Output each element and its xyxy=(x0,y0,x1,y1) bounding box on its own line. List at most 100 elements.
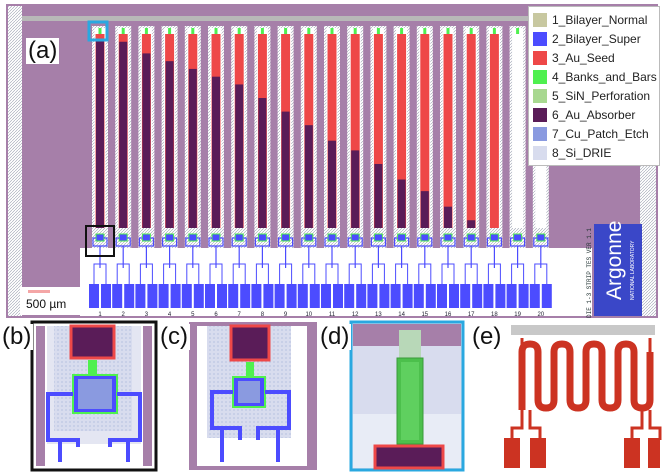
legend-item: 5_SiN_Perforation xyxy=(533,87,650,104)
pixel-number: 11 xyxy=(329,312,336,318)
tes-element xyxy=(327,233,337,242)
tes-pixel xyxy=(437,26,459,308)
top-link xyxy=(191,28,195,34)
au-absorber-strip xyxy=(467,220,476,228)
tes-element xyxy=(443,233,453,242)
pixel-number: 9 xyxy=(284,312,288,318)
tes-leads xyxy=(138,237,154,256)
top-link xyxy=(144,28,148,34)
tes-pixel xyxy=(483,26,506,308)
bond-pad xyxy=(460,284,471,308)
tes-pixel xyxy=(205,26,227,308)
tes-pixel xyxy=(135,26,158,308)
au-absorber-strip xyxy=(351,150,360,228)
pixel-number: 17 xyxy=(468,312,475,318)
tes-leads xyxy=(463,237,479,256)
tes-pixel xyxy=(158,26,181,308)
top-link xyxy=(330,28,334,34)
bond-pad xyxy=(321,284,331,308)
bond-pad xyxy=(217,284,227,308)
pad-lead xyxy=(487,263,501,284)
tes-pixel xyxy=(228,26,251,308)
au-seed-strip xyxy=(373,34,383,228)
panel-b-zoom xyxy=(30,320,158,472)
pad-lead xyxy=(395,263,409,284)
tes-element xyxy=(536,233,546,242)
legend-swatch xyxy=(533,69,547,84)
pixel-number: 14 xyxy=(398,312,405,318)
top-link xyxy=(400,28,404,34)
legend-item: 8_Si_DRIE xyxy=(533,144,611,161)
pixel-channel xyxy=(512,28,524,228)
legend-label: 2_Bilayer_Super xyxy=(552,31,641,46)
top-link xyxy=(284,28,288,34)
legend-item: 2_Bilayer_Super xyxy=(533,30,641,47)
bond-pad xyxy=(425,284,436,308)
top-link xyxy=(307,28,311,34)
au-absorber-strip xyxy=(119,41,128,229)
pixel-number: 19 xyxy=(514,312,521,318)
tes-element xyxy=(397,233,407,242)
pixel-array xyxy=(89,26,552,308)
legend-swatch xyxy=(533,12,547,27)
bond-pad xyxy=(240,284,251,308)
panel-e-meander xyxy=(504,325,662,468)
tes-leads xyxy=(440,237,456,256)
pixel-number: 2 xyxy=(122,312,126,318)
tes-leads xyxy=(347,237,363,256)
bond-pad xyxy=(193,284,204,308)
top-link xyxy=(516,28,520,34)
bond-pad xyxy=(367,284,378,308)
legend-swatch xyxy=(533,88,547,103)
au-seed-strip xyxy=(466,34,476,228)
au-absorber-strip xyxy=(142,53,151,229)
top-link xyxy=(423,28,427,34)
tes-leads xyxy=(510,237,526,256)
tes-leads xyxy=(394,237,410,256)
au-seed-strip xyxy=(420,34,430,228)
tes-pixel xyxy=(344,26,367,308)
pixel-number: 6 xyxy=(214,312,218,318)
tes-pixel xyxy=(367,26,390,308)
legend-item: 3_Au_Seed xyxy=(533,49,615,66)
tes-element xyxy=(257,233,267,242)
pad-lead xyxy=(302,263,316,284)
pixel-number: 16 xyxy=(445,312,452,318)
pad-lead xyxy=(209,263,223,284)
bond-pad xyxy=(158,284,169,308)
tes-element xyxy=(350,233,360,242)
tes-element xyxy=(118,233,128,242)
au-absorber-strip xyxy=(212,76,220,229)
tes-pixel xyxy=(181,26,204,308)
tes-leads xyxy=(486,237,502,256)
left-hatch-border xyxy=(8,6,22,316)
legend-label: 6_Au_Absorber xyxy=(552,107,636,122)
pad-lead xyxy=(464,263,478,284)
au-absorber-strip xyxy=(328,140,336,228)
bond-pad xyxy=(529,284,540,308)
au-absorber-strip xyxy=(258,98,267,229)
tes-element xyxy=(234,233,244,242)
tes-pixel xyxy=(321,26,343,308)
tes-pixel xyxy=(89,26,111,308)
pad-lead xyxy=(232,263,246,284)
pixel-number: 5 xyxy=(191,312,195,318)
tes-element xyxy=(188,233,198,242)
top-link xyxy=(168,28,172,34)
au-seed-strip xyxy=(327,34,337,228)
tes-leads xyxy=(301,237,317,256)
legend-swatch xyxy=(533,145,547,160)
legend-label: 4_Banks_and_Bars xyxy=(552,69,657,84)
tes-leads xyxy=(185,237,201,256)
tes-leads xyxy=(533,237,549,256)
pad-lead xyxy=(441,263,455,284)
au-absorber-strip xyxy=(96,39,104,228)
bond-pad xyxy=(309,284,320,308)
pad-lead xyxy=(348,263,362,284)
pixel-number: 12 xyxy=(352,312,359,318)
tes-leads xyxy=(115,237,131,256)
au-absorber-strip xyxy=(235,84,244,228)
panel-label-d: (d) xyxy=(318,323,352,350)
pad-lead xyxy=(325,263,339,284)
